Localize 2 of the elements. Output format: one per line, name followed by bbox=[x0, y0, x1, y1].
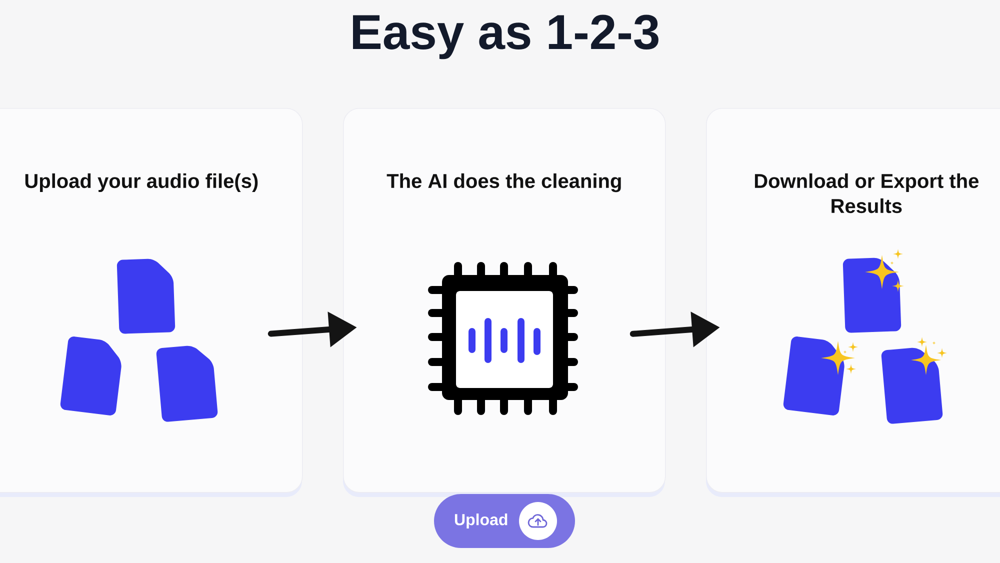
title: Easy as 1-2-3 bbox=[353, 14, 658, 60]
step-card: Upload your audio file(s) bbox=[0, 108, 303, 497]
